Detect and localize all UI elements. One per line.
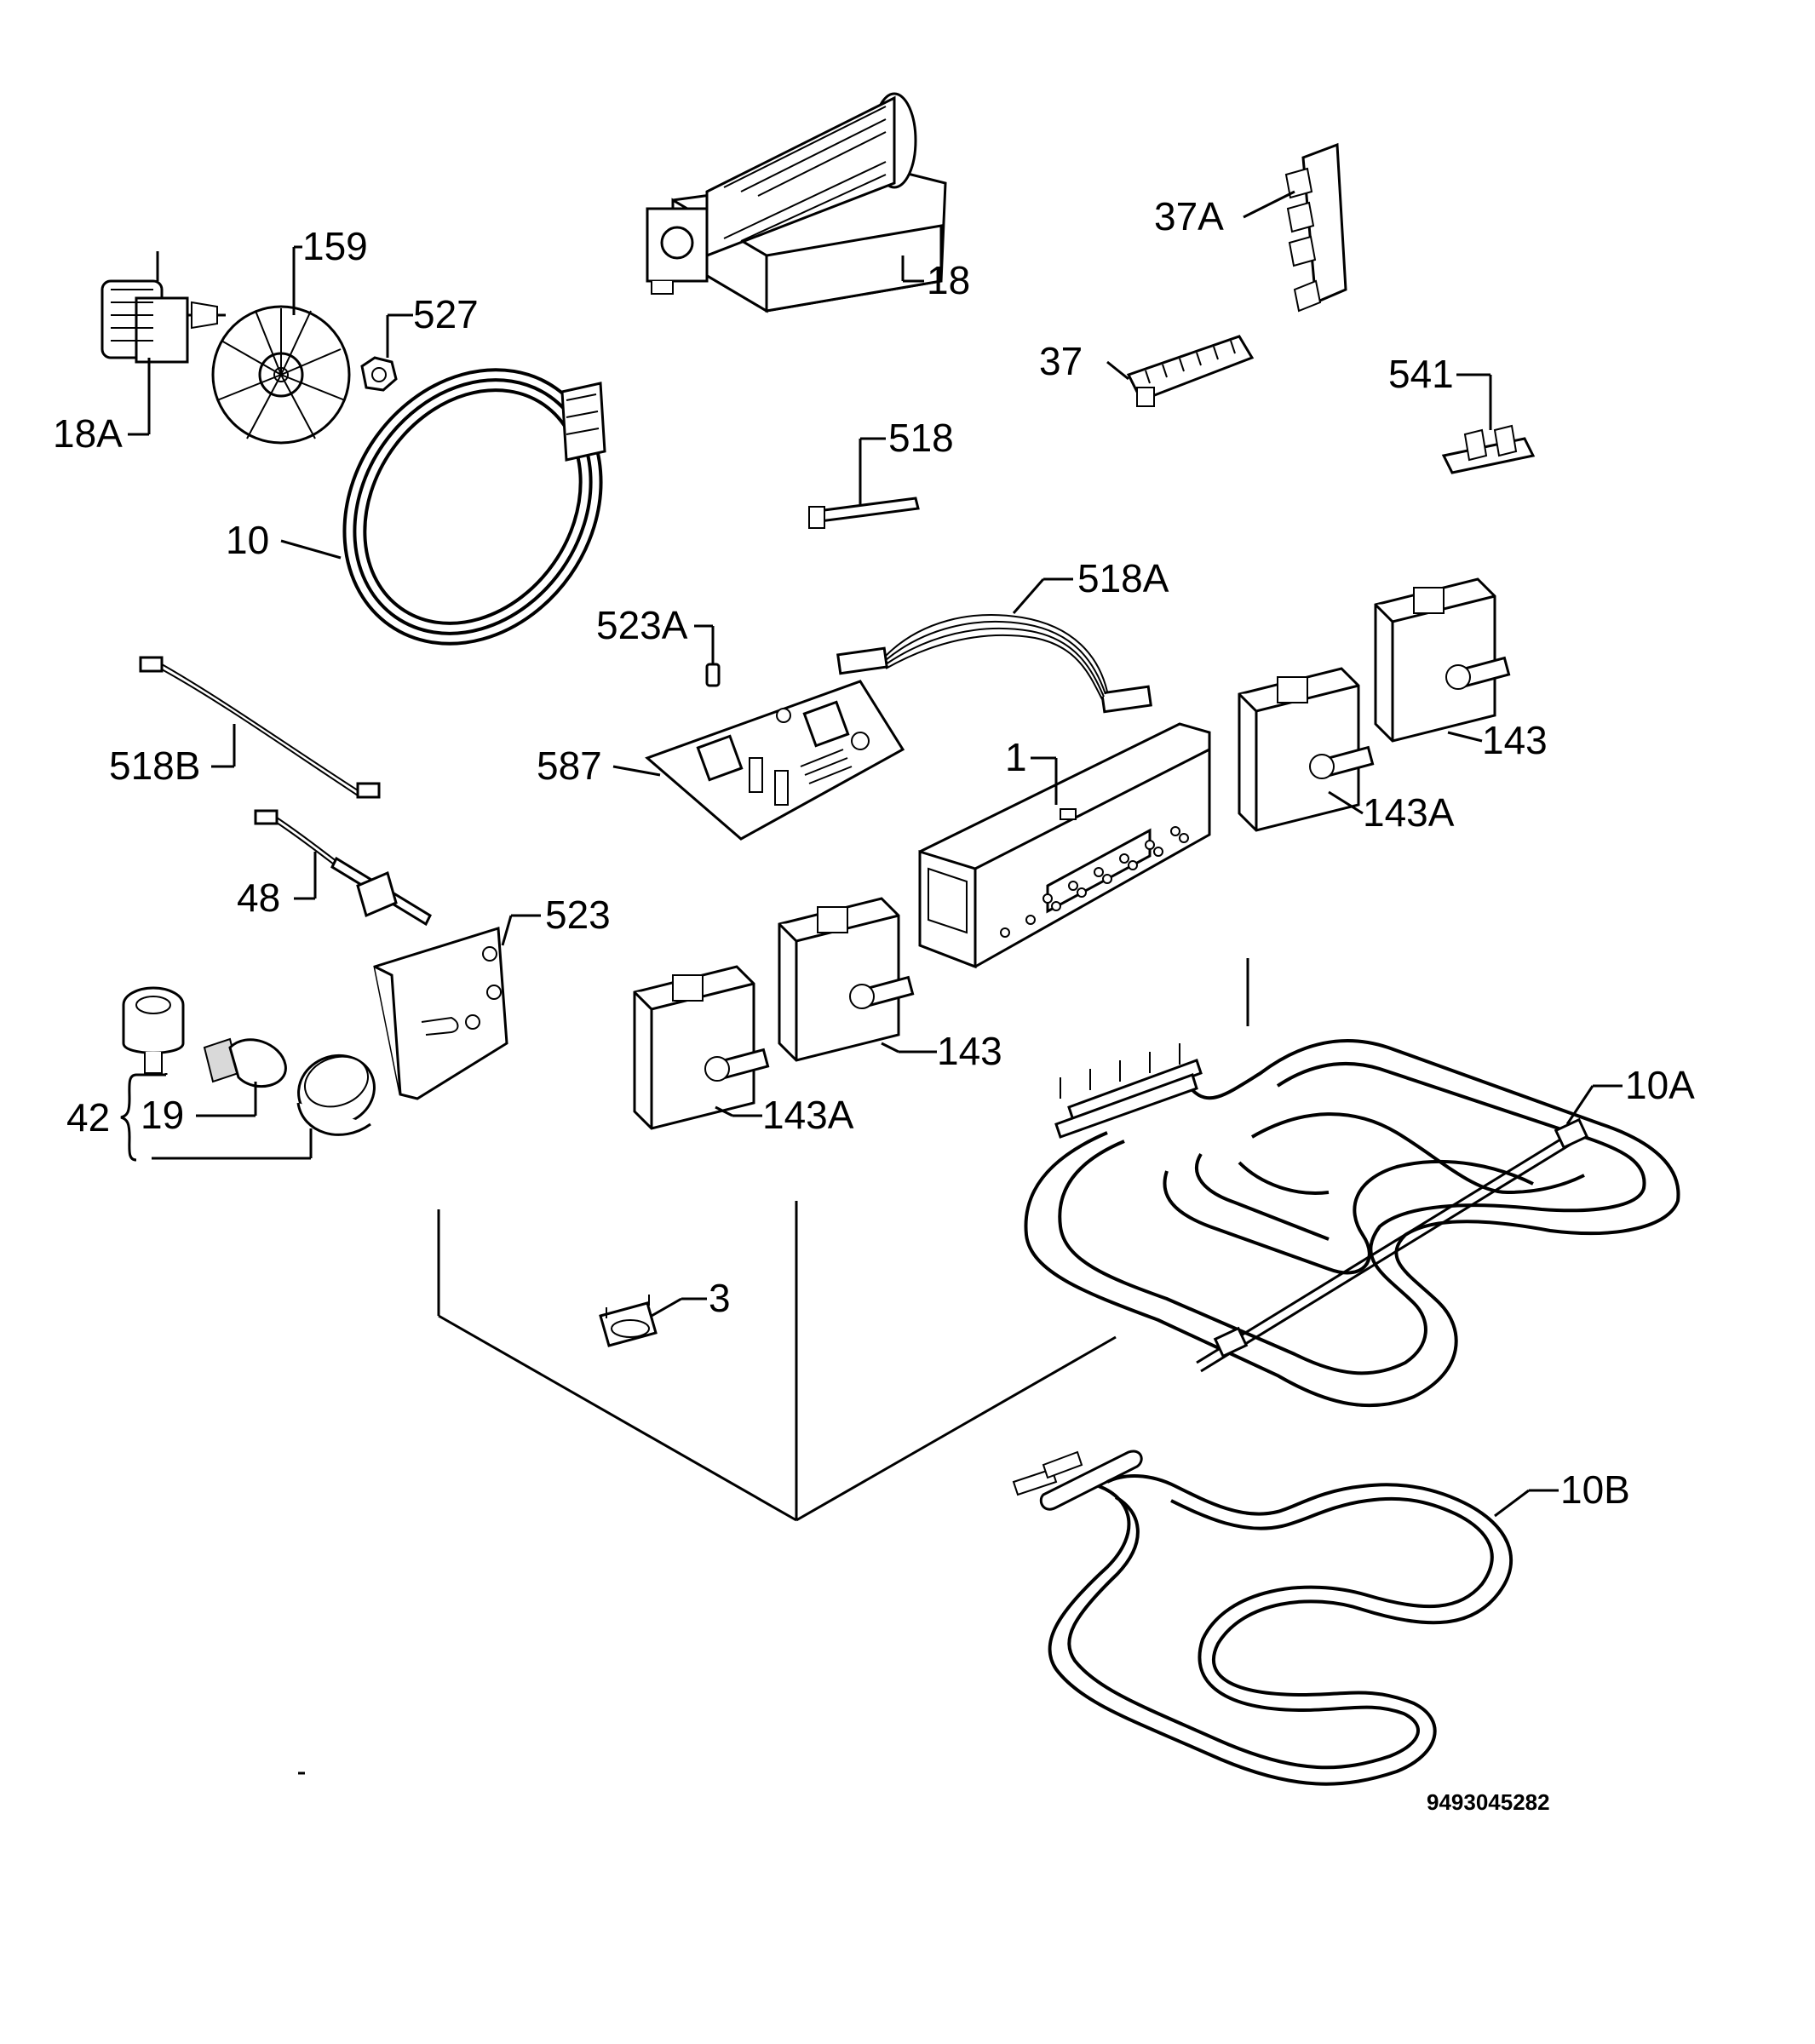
label-18: 18	[927, 258, 970, 302]
leader-143a-mid	[715, 1105, 733, 1117]
label-523a: 523A	[596, 603, 688, 647]
label-37a: 37A	[1154, 194, 1224, 238]
label-37: 37	[1039, 339, 1083, 383]
part-19-lamp-bulb	[203, 1037, 287, 1088]
part-lamp-holder	[122, 986, 185, 1074]
label-3: 3	[709, 1276, 731, 1320]
label-42: 42	[66, 1095, 110, 1140]
label-518: 518	[888, 416, 954, 460]
part-143a-regulator-right	[1238, 667, 1375, 832]
part-159-fan-wheel	[211, 305, 351, 445]
part-1-control-panel	[918, 722, 1211, 969]
part-3-safety-thermostat	[599, 1295, 658, 1347]
leader-37a	[1243, 190, 1295, 219]
document-number: 9493045282	[1427, 1789, 1550, 1815]
label-518a: 518A	[1077, 556, 1169, 600]
label-159: 159	[302, 224, 368, 268]
part-18-tangential-fan	[646, 92, 947, 313]
label-518b: 518B	[109, 744, 200, 788]
leader-143-mid	[881, 1042, 899, 1054]
part-518a-wire-harness	[836, 614, 1152, 714]
label-523: 523	[545, 893, 611, 937]
leader-10a	[1565, 1085, 1594, 1125]
part-143-regulator-mid	[778, 897, 915, 1062]
part-10-round-heater	[342, 368, 606, 646]
part-523-bracket	[373, 927, 508, 1100]
part-lamp-glass-cover	[296, 1054, 376, 1136]
leader-3	[651, 1297, 682, 1318]
part-143-regulator-right	[1374, 577, 1511, 743]
label-143-mid: 143	[937, 1029, 1002, 1073]
part-37a-terminal-block	[1284, 142, 1347, 313]
label-143-right: 143	[1482, 718, 1548, 762]
part-10a-top-heater	[1024, 1039, 1680, 1408]
leader-518a	[1012, 578, 1045, 614]
part-10b-bottom-heater	[1012, 1450, 1513, 1786]
leader-523	[501, 915, 513, 946]
label-19: 19	[141, 1093, 184, 1137]
part-518-sensor-probe	[808, 497, 920, 529]
label-143a-mid: 143A	[762, 1093, 854, 1137]
label-587: 587	[537, 744, 602, 788]
leader-10	[280, 539, 342, 560]
label-48: 48	[237, 876, 280, 920]
leader-143a-right	[1328, 790, 1364, 815]
leader-587	[612, 765, 661, 777]
label-10: 10	[226, 518, 269, 562]
part-48-temperature-sensor	[254, 809, 432, 927]
label-143a-right: 143A	[1363, 790, 1455, 835]
part-37-terminal-strip	[1126, 335, 1255, 407]
part-587-circuit-board	[645, 680, 905, 841]
part-518b-wire	[139, 656, 381, 799]
part-143a-regulator-mid	[633, 965, 770, 1130]
oven-cavity-outline	[437, 958, 1249, 1522]
label-10b: 10B	[1560, 1467, 1630, 1512]
leader-37	[1106, 360, 1129, 381]
leader-10b	[1494, 1489, 1530, 1518]
label-1: 1	[1005, 735, 1027, 779]
part-18a-fan-motor	[101, 251, 226, 364]
leader-143-right	[1447, 731, 1483, 743]
part-541-switch	[1441, 424, 1536, 474]
part-527-nut	[360, 356, 398, 392]
brace-42	[120, 1073, 137, 1162]
label-18a: 18A	[53, 411, 123, 456]
part-523a-fuse	[705, 663, 721, 687]
label-541: 541	[1388, 352, 1454, 396]
label-527: 527	[413, 292, 479, 336]
label-10a: 10A	[1625, 1063, 1695, 1107]
